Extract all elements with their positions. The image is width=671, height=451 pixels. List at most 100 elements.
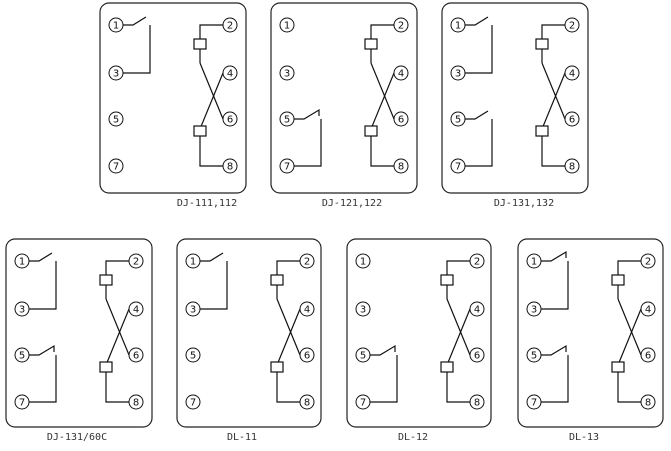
terminal-label-5: 5: [113, 115, 119, 126]
relay-coil-upper: [193, 38, 207, 50]
panel-border: [346, 238, 492, 428]
wire-cross-b: [370, 72, 395, 130]
diagram-caption: DL-13: [569, 432, 599, 443]
terminal-label-1: 1: [190, 257, 196, 268]
terminal-2: [564, 17, 580, 33]
wire-coil-upper: [199, 24, 223, 63]
wire-cross-b: [276, 308, 301, 366]
relay-coil-lower: [364, 125, 378, 137]
terminal-6: [299, 347, 315, 363]
terminal-3: [526, 301, 542, 317]
terminal-label-4: 4: [569, 69, 575, 80]
contact-no-blade-0: [465, 16, 489, 26]
terminal-8: [222, 158, 238, 174]
terminal-label-6: 6: [474, 351, 480, 362]
terminal-5: [185, 347, 201, 363]
terminal-label-2: 2: [133, 257, 139, 268]
terminal-8: [640, 394, 656, 410]
relay-coil-lower: [440, 361, 454, 373]
contact-nc-blade-0: [370, 344, 396, 356]
contact-no-blade-1: [465, 110, 489, 120]
terminal-5: [279, 111, 295, 127]
contact-return-wire-1: [465, 119, 493, 167]
terminal-label-2: 2: [645, 257, 651, 268]
relay-coil-upper: [364, 38, 378, 50]
wire-cross-a: [276, 298, 301, 356]
terminal-1: [279, 17, 295, 33]
wire-coil-upper: [370, 24, 394, 63]
wire-cross-a: [541, 62, 566, 120]
terminal-label-4: 4: [304, 305, 310, 316]
terminal-label-4: 4: [645, 305, 651, 316]
contact-nc-blade-0: [541, 250, 567, 262]
terminal-label-8: 8: [474, 398, 480, 409]
terminal-label-4: 4: [133, 305, 139, 316]
wire-cross-b: [105, 308, 130, 366]
terminal-4: [222, 65, 238, 81]
wire-coil-upper: [617, 260, 641, 299]
contact-nc-blade-1: [29, 344, 55, 356]
terminal-label-7: 7: [531, 398, 537, 409]
terminal-label-7: 7: [360, 398, 366, 409]
terminal-8: [128, 394, 144, 410]
wire-coil-lower: [199, 129, 223, 167]
terminal-4: [128, 301, 144, 317]
terminal-label-3: 3: [19, 305, 25, 316]
contact-return-wire-0: [541, 261, 569, 310]
terminal-label-7: 7: [284, 162, 290, 173]
wire-coil-lower: [446, 365, 470, 403]
terminal-label-3: 3: [455, 69, 461, 80]
terminal-label-3: 3: [360, 305, 366, 316]
terminal-label-2: 2: [474, 257, 480, 268]
relay-coil-lower: [270, 361, 284, 373]
terminal-1: [526, 253, 542, 269]
terminal-6: [393, 111, 409, 127]
wire-cross-a: [105, 298, 130, 356]
terminal-label-2: 2: [398, 21, 404, 32]
terminal-label-1: 1: [455, 21, 461, 32]
contact-return-wire-0: [370, 355, 398, 403]
terminal-label-8: 8: [645, 398, 651, 409]
relay-coil-upper: [440, 274, 454, 286]
terminal-8: [393, 158, 409, 174]
wire-coil-upper: [276, 260, 300, 299]
wire-coil-upper: [541, 24, 565, 63]
contact-no-blade-0: [123, 16, 147, 26]
terminal-label-6: 6: [304, 351, 310, 362]
panel-border: [5, 238, 153, 428]
wire-cross-a: [370, 62, 395, 120]
terminal-3: [450, 65, 466, 81]
terminal-7: [450, 158, 466, 174]
relay-coil-lower: [611, 361, 625, 373]
terminal-label-5: 5: [531, 351, 537, 362]
contact-no-blade-0: [29, 252, 53, 262]
terminal-label-8: 8: [304, 398, 310, 409]
relay-coil-upper: [99, 274, 113, 286]
terminal-label-1: 1: [19, 257, 25, 268]
contact-return-wire-1: [541, 355, 569, 403]
diagram-caption: DL-11: [227, 432, 257, 443]
terminal-8: [469, 394, 485, 410]
terminal-label-8: 8: [133, 398, 139, 409]
diagram-caption: DL-12: [398, 432, 428, 443]
terminal-label-5: 5: [19, 351, 25, 362]
terminal-label-2: 2: [227, 21, 233, 32]
wire-cross-a: [446, 298, 471, 356]
wire-cross-b: [617, 308, 642, 366]
terminal-label-5: 5: [360, 351, 366, 362]
terminal-4: [564, 65, 580, 81]
relay-coil-upper: [535, 38, 549, 50]
terminal-label-1: 1: [284, 21, 290, 32]
terminal-6: [564, 111, 580, 127]
diagram-caption: DJ-111,112: [177, 198, 237, 209]
diagram-caption: DJ-131/60C: [47, 432, 107, 443]
terminal-label-7: 7: [455, 162, 461, 173]
contact-return-wire-0: [200, 261, 228, 310]
panel-border: [517, 238, 664, 428]
terminal-5: [450, 111, 466, 127]
terminal-label-7: 7: [190, 398, 196, 409]
